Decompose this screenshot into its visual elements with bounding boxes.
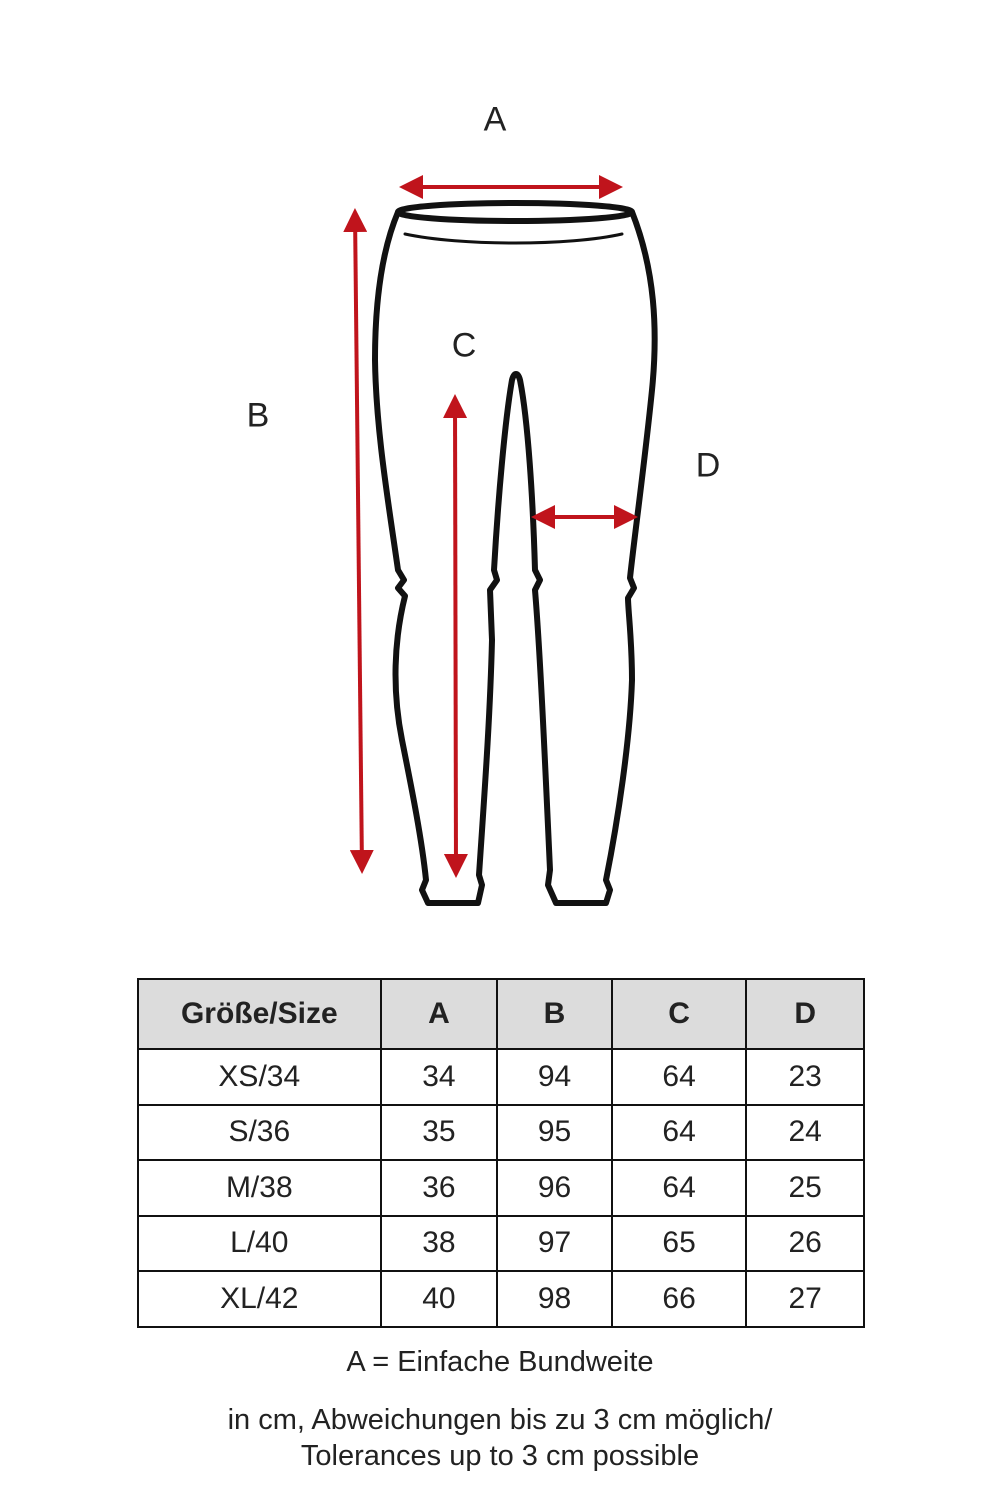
cell: L/40 [137, 1214, 382, 1272]
measurement-arrows [343, 175, 638, 878]
header-a: A [379, 978, 499, 1050]
tolerance-note-de: in cm, Abweichungen bis zu 3 cm möglich/ [227, 1404, 773, 1436]
cell: 65 [610, 1214, 748, 1272]
cell: 64 [610, 1103, 748, 1161]
label-c: C [451, 326, 477, 365]
header-b: B [496, 978, 613, 1050]
cell: 23 [745, 1048, 865, 1106]
leggings-diagram [343, 175, 658, 906]
cell: M/38 [137, 1159, 382, 1217]
cell: 27 [745, 1270, 865, 1328]
cell: 35 [379, 1103, 499, 1161]
cell: 96 [496, 1159, 613, 1217]
label-b: B [246, 396, 270, 435]
legend-note: A = Einfache Bundweite [346, 1346, 654, 1378]
cell: 66 [610, 1270, 748, 1328]
arrow-b [343, 208, 374, 874]
header-c: C [610, 978, 748, 1050]
cell: 36 [379, 1159, 499, 1217]
header-d: D [745, 978, 865, 1050]
table-header-row: Größe/Size A B C D [137, 978, 865, 1050]
tolerance-note-en: Tolerances up to 3 cm possible [300, 1440, 700, 1472]
cell: XS/34 [137, 1048, 382, 1106]
cell: 40 [379, 1270, 499, 1328]
arrow-c [443, 394, 468, 878]
cell: 97 [496, 1214, 613, 1272]
cell: 26 [745, 1214, 865, 1272]
cell: 34 [379, 1048, 499, 1106]
header-size: Größe/Size [137, 978, 382, 1050]
cell: XL/42 [137, 1270, 382, 1328]
cell: 64 [610, 1048, 748, 1106]
label-a: A [483, 100, 507, 139]
cell: 38 [379, 1214, 499, 1272]
cell: 95 [496, 1103, 613, 1161]
cell: 25 [745, 1159, 865, 1217]
leggings-outline [372, 200, 658, 906]
cell: S/36 [137, 1103, 382, 1161]
cell: 98 [496, 1270, 613, 1328]
label-d: D [695, 446, 721, 485]
cell: 24 [745, 1103, 865, 1161]
cell: 64 [610, 1159, 748, 1217]
cell: 94 [496, 1048, 613, 1106]
